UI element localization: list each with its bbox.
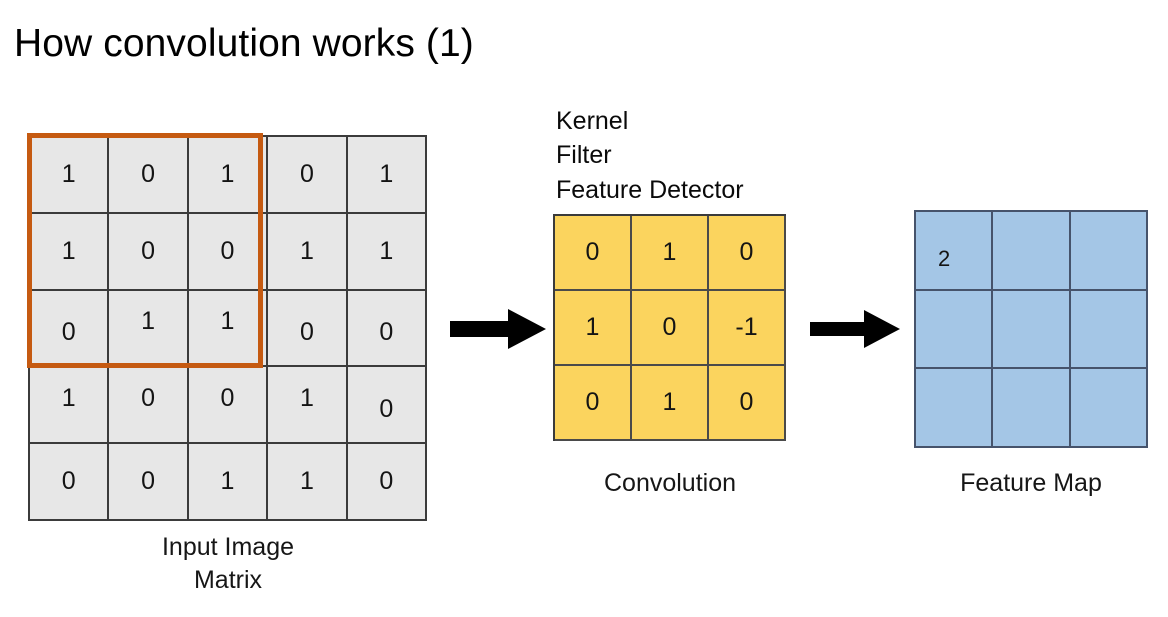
input-cell: 0: [188, 213, 269, 291]
input-cell: 0: [347, 367, 427, 445]
input-cell: 1: [188, 290, 269, 368]
kernel-cell: 1: [632, 366, 709, 441]
page-title: How convolution works (1): [14, 22, 474, 65]
input-cell: 0: [109, 444, 189, 521]
input-cell: 0: [268, 137, 348, 214]
kernel-label-group: Kernel Filter Feature Detector: [556, 104, 744, 207]
feature-map-cell: [916, 290, 994, 370]
input-cell: 0: [188, 367, 269, 445]
input-cell: 1: [30, 367, 110, 445]
input-cell: 0: [109, 137, 189, 214]
kernel-cell: 1: [555, 291, 632, 366]
kernel-cell: 0: [555, 366, 632, 441]
feature-map-cell: [993, 369, 1071, 448]
input-cell: 0: [30, 290, 110, 368]
feature-map-cell: [916, 369, 994, 448]
input-image-matrix: 1 0 1 0 1 1 0 0 1 1 0 1 1 0 0 1 0 0 1 0 …: [28, 135, 427, 521]
feature-map-cell: [1070, 212, 1148, 291]
feature-map-cell: [993, 212, 1071, 291]
input-cell: 1: [188, 444, 269, 521]
kernel-cell: 0: [632, 291, 709, 366]
input-cell: 1: [268, 367, 348, 445]
feature-map-cell: [1070, 369, 1148, 448]
input-cell: 1: [347, 137, 427, 214]
feature-map-caption: Feature Map: [960, 469, 1102, 497]
input-cell: 0: [347, 444, 427, 521]
input-cell: 0: [109, 367, 189, 445]
kernel-label-detector: Feature Detector: [556, 175, 744, 204]
kernel-cell: -1: [709, 291, 786, 366]
arrow-right-icon: [810, 308, 900, 350]
convolution-caption: Convolution: [603, 469, 737, 497]
input-cell: 0: [347, 290, 427, 368]
kernel-cell: 0: [709, 366, 786, 441]
feature-map-matrix: 2: [914, 210, 1148, 448]
input-cell: 0: [30, 444, 110, 521]
input-cell: 1: [268, 213, 348, 291]
input-cell: 1: [347, 213, 427, 291]
kernel-label-filter: Filter: [556, 141, 612, 170]
feature-map-cell: [1070, 290, 1148, 370]
input-cell: 1: [30, 213, 110, 291]
input-cell: 0: [109, 213, 189, 291]
input-cell: 1: [268, 444, 348, 521]
feature-map-cell: 2: [916, 212, 994, 291]
input-cell: 0: [268, 290, 348, 368]
kernel-cell: 1: [632, 216, 709, 291]
input-image-matrix-caption: Input Image Matrix: [161, 533, 295, 594]
arrow-right-icon: [450, 306, 546, 352]
kernel-cell: 0: [709, 216, 786, 291]
kernel-matrix: 0 1 0 1 0 -1 0 1 0: [553, 214, 786, 441]
kernel-cell: 0: [555, 216, 632, 291]
input-cell: 1: [30, 137, 110, 214]
feature-map-cell: [993, 290, 1071, 370]
input-cell: 1: [188, 137, 269, 214]
kernel-label-kernel: Kernel: [556, 107, 629, 135]
input-cell: 1: [109, 290, 189, 368]
